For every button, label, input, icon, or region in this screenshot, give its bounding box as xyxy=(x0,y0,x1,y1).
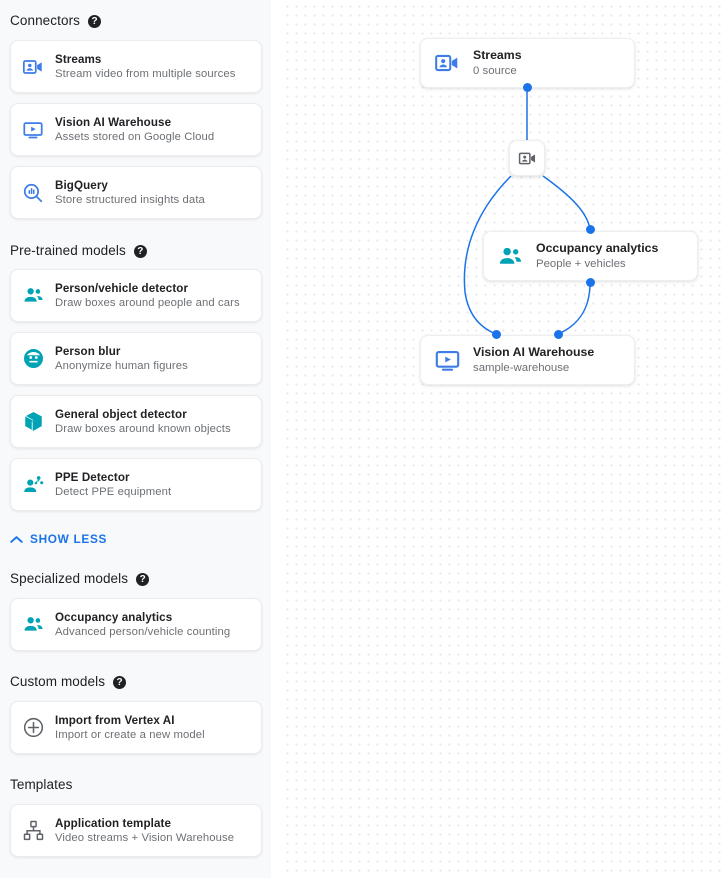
edge-occupancy-to-warehouse xyxy=(557,282,591,335)
card-text: Streams Stream video from multiple sourc… xyxy=(55,52,235,82)
edge-badge-streams[interactable] xyxy=(509,140,545,176)
section-header-templates: Templates xyxy=(0,774,72,796)
section-title: Specialized models xyxy=(10,571,129,586)
sidebar-item-import-from-vertex-ai[interactable]: Import from Vertex AI Import or create a… xyxy=(10,701,262,754)
card-text: General object detector Draw boxes aroun… xyxy=(55,407,231,437)
card-subtitle: Draw boxes around people and cars xyxy=(55,296,240,309)
card-text: Person blur Anonymize human figures xyxy=(55,344,188,374)
card-title: Person/vehicle detector xyxy=(55,281,189,295)
show-less-button[interactable]: SHOW LESS xyxy=(0,529,107,549)
help-icon[interactable]: ? xyxy=(113,675,127,689)
port-streams-output[interactable] xyxy=(523,83,532,92)
people-group-icon xyxy=(484,243,536,270)
canvas-node-vision-ai-warehouse[interactable]: Vision AI Warehouse sample-warehouse xyxy=(420,335,635,385)
sidebar-item-vision-ai-warehouse[interactable]: Vision AI Warehouse Assets stored on Goo… xyxy=(10,103,262,156)
canvas-node-occupancy-analytics[interactable]: Occupancy analytics People + vehicles xyxy=(483,231,698,281)
sidebar-item-bigquery[interactable]: BigQuery Store structured insights data xyxy=(10,166,262,219)
section-header-specialized-models: Specialized models ? xyxy=(0,568,150,590)
card-title: General object detector xyxy=(55,407,187,421)
card-subtitle: Import or create a new model xyxy=(55,728,205,741)
sidebar-item-application-template[interactable]: Application template Video streams + Vis… xyxy=(10,804,262,857)
section-title: Templates xyxy=(10,777,73,792)
graph-canvas[interactable]: Streams 0 source xyxy=(281,0,725,878)
help-icon[interactable]: ? xyxy=(133,244,147,258)
video-camera-person-icon xyxy=(518,149,537,168)
component-sidebar: Connectors ? Streams Stream video from m… xyxy=(0,0,271,878)
card-subtitle: Stream video from multiple sources xyxy=(55,67,236,80)
port-occupancy-input[interactable] xyxy=(586,225,595,234)
card-text: BigQuery Store structured insights data xyxy=(55,178,205,208)
node-text: Occupancy analytics People + vehicles xyxy=(536,240,658,272)
sidebar-item-person-blur[interactable]: Person blur Anonymize human figures xyxy=(10,332,262,385)
card-subtitle: Store structured insights data xyxy=(55,193,205,206)
monitor-play-icon xyxy=(11,119,55,141)
node-title: Occupancy analytics xyxy=(536,241,659,255)
card-subtitle: Detect PPE equipment xyxy=(55,485,172,498)
port-occupancy-output[interactable] xyxy=(586,278,595,287)
port-warehouse-input-left[interactable] xyxy=(492,330,501,339)
card-title: Streams xyxy=(55,52,102,66)
plus-circle-icon xyxy=(11,716,55,739)
bigquery-search-icon xyxy=(11,182,55,204)
sidebar-item-general-object-detector[interactable]: General object detector Draw boxes aroun… xyxy=(10,395,262,448)
card-text: Person/vehicle detector Draw boxes aroun… xyxy=(55,281,240,311)
help-icon[interactable]: ? xyxy=(88,14,102,28)
ppe-person-icon xyxy=(11,473,55,496)
port-warehouse-input-right[interactable] xyxy=(554,330,563,339)
cube-icon xyxy=(11,410,55,433)
node-text: Streams 0 source xyxy=(473,47,522,79)
node-subtitle: sample-warehouse xyxy=(473,362,570,374)
card-title: Person blur xyxy=(55,344,121,358)
node-title: Streams xyxy=(473,48,522,62)
card-title: BigQuery xyxy=(55,178,108,192)
card-text: PPE Detector Detect PPE equipment xyxy=(55,470,171,500)
card-subtitle: Assets stored on Google Cloud xyxy=(55,130,215,143)
node-subtitle: 0 source xyxy=(473,65,517,77)
card-subtitle: Draw boxes around known objects xyxy=(55,422,231,435)
section-header-pre-trained-models: Pre-trained models ? xyxy=(0,240,147,262)
card-text: Import from Vertex AI Import or create a… xyxy=(55,713,205,743)
card-title: Application template xyxy=(55,816,172,830)
card-title: PPE Detector xyxy=(55,470,130,484)
show-less-label: SHOW LESS xyxy=(30,532,108,546)
monitor-play-icon xyxy=(421,347,473,374)
card-title: Occupancy analytics xyxy=(55,610,173,624)
video-camera-person-icon xyxy=(421,50,473,76)
card-text: Vision AI Warehouse Assets stored on Goo… xyxy=(55,115,214,145)
chevron-up-icon xyxy=(10,535,23,544)
canvas-node-streams[interactable]: Streams 0 source xyxy=(420,38,635,88)
card-title: Vision AI Warehouse xyxy=(55,115,172,129)
node-subtitle: People + vehicles xyxy=(536,258,626,270)
sidebar-item-streams[interactable]: Streams Stream video from multiple sourc… xyxy=(10,40,262,93)
card-subtitle: Anonymize human figures xyxy=(55,359,188,372)
card-subtitle: Video streams + Vision Warehouse xyxy=(55,831,235,844)
node-text: Vision AI Warehouse sample-warehouse xyxy=(473,344,594,376)
card-text: Application template Video streams + Vis… xyxy=(55,816,234,846)
card-title: Import from Vertex AI xyxy=(55,713,175,727)
help-icon[interactable]: ? xyxy=(136,572,150,586)
section-header-custom-models: Custom models ? xyxy=(0,671,127,693)
people-group-icon xyxy=(11,284,55,307)
section-title: Custom models xyxy=(10,674,106,689)
card-subtitle: Advanced person/vehicle counting xyxy=(55,625,231,638)
section-title: Connectors xyxy=(10,13,81,28)
sidebar-item-ppe-detector[interactable]: PPE Detector Detect PPE equipment xyxy=(10,458,262,511)
hierarchy-icon xyxy=(11,819,55,842)
node-title: Vision AI Warehouse xyxy=(473,345,595,359)
face-circle-icon xyxy=(11,347,55,370)
graph-edges xyxy=(463,88,591,335)
sidebar-item-person-vehicle-detector[interactable]: Person/vehicle detector Draw boxes aroun… xyxy=(10,269,262,322)
edge-badge-to-warehouse xyxy=(463,175,512,335)
section-header-connectors: Connectors ? xyxy=(0,10,102,32)
people-group-icon xyxy=(11,613,55,636)
video-camera-person-icon xyxy=(11,56,55,78)
sidebar-item-occupancy-analytics[interactable]: Occupancy analytics Advanced person/vehi… xyxy=(10,598,262,651)
edge-badge-to-occupancy xyxy=(542,175,591,230)
card-text: Occupancy analytics Advanced person/vehi… xyxy=(55,610,230,640)
section-title: Pre-trained models xyxy=(10,243,126,258)
